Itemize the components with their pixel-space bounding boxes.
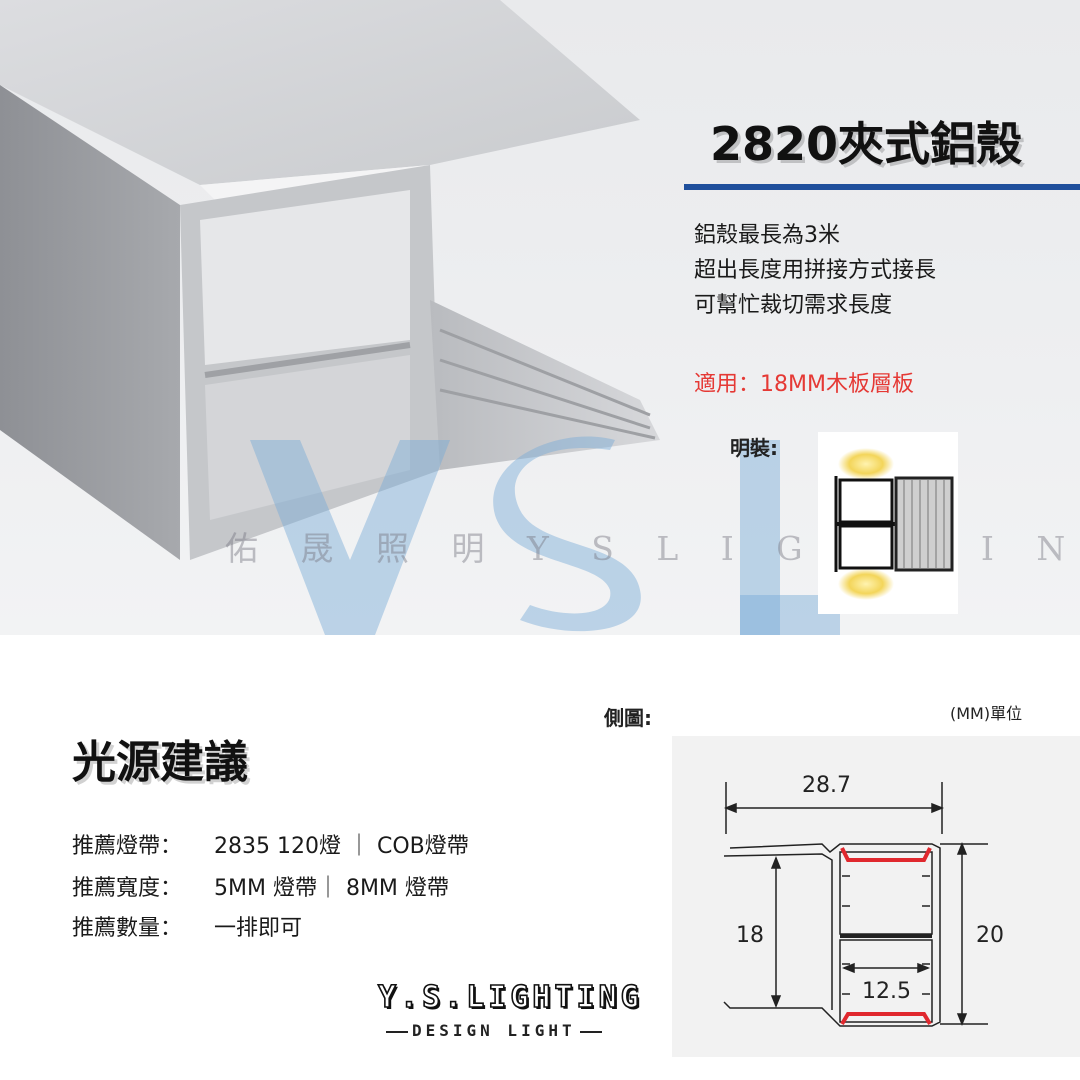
watermark-logo: [250, 436, 840, 635]
title-underline: [684, 184, 1080, 190]
product-description: 鋁殼最長為3米 超出長度用拼接方式接長 可幫忙裁切需求長度: [694, 218, 936, 323]
description-line: 鋁殼最長為3米: [694, 223, 840, 248]
spec-key: 推薦燈帶：: [72, 834, 183, 859]
brand-tagline: DESIGN LIGHT: [412, 1021, 576, 1040]
dim-top-width: 28.7: [802, 773, 851, 798]
description-line: 可幫忙裁切需求長度: [694, 293, 893, 318]
dim-inner-height: 18: [736, 923, 764, 948]
tagline-rule: [579, 1030, 602, 1033]
aluminum-profile-illustration: [0, 0, 840, 635]
mount-illustration: [818, 432, 958, 614]
product-title: 2820夾式鋁殼: [710, 117, 1023, 171]
mount-label: 明裝:: [730, 436, 778, 460]
wood-panel: [894, 476, 954, 572]
dim-outer-height: 20: [976, 923, 1004, 948]
clip-highlight: [840, 847, 932, 1026]
light-glow-bottom: [838, 568, 894, 600]
tagline-rule: [386, 1030, 408, 1033]
spec-value: 5MM 燈帶｜ 8MM 燈帶: [214, 876, 449, 901]
spec-key: 推薦數量：: [72, 916, 183, 941]
spec-value: 2835 120燈 ｜ COB燈帶: [214, 834, 469, 859]
side-view-label: 側圖:: [604, 706, 652, 730]
spec-value: 一排即可: [214, 916, 303, 941]
side-view-diagram: 28.7 18 20 12.5: [672, 736, 1080, 1057]
brand-logo: Y.S.LIGHTING DESIGN LIGHT: [377, 979, 708, 1040]
spec-key: 推薦寬度：: [72, 876, 183, 901]
spec-row-width: 推薦寬度： 5MM 燈帶｜ 8MM 燈帶: [72, 870, 449, 902]
light-source-title: 光源建議: [72, 737, 248, 788]
product-photo: 佑 晟 照 明 Y S L I G H T I N G: [0, 0, 1080, 635]
spec-row-strip: 推薦燈帶： 2835 120燈 ｜ COB燈帶: [72, 828, 469, 860]
apply-note: 適用：18MM木板層板: [694, 372, 914, 397]
spec-row-quantity: 推薦數量： 一排即可: [72, 910, 302, 942]
unit-label: (MM)單位: [950, 704, 1023, 723]
dim-inner-width: 12.5: [862, 979, 911, 1004]
brand-name: Y.S.LIGHTING: [377, 979, 643, 1016]
light-glow-top: [838, 448, 894, 480]
brand-tagline-row: DESIGN LIGHT: [382, 1021, 708, 1040]
description-line: 超出長度用拼接方式接長: [694, 258, 937, 283]
